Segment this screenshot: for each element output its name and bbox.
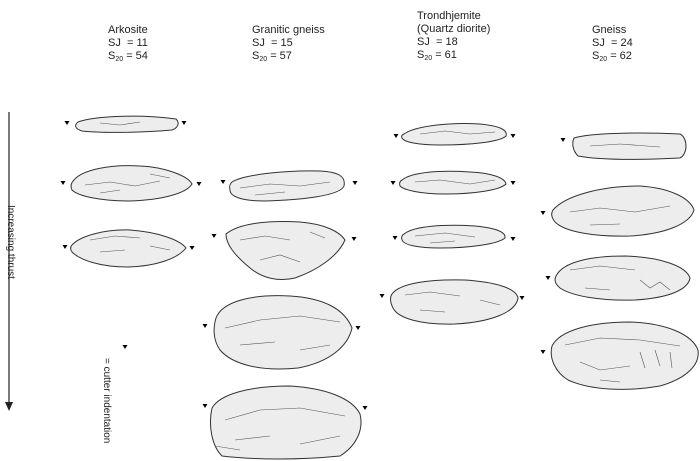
- chip: [214, 296, 352, 369]
- indentation-marker: [189, 242, 195, 251]
- indentation-marker: [540, 207, 546, 216]
- column-header-arkosite: Arkosite SJ = 11 S20 = 54: [108, 24, 148, 66]
- indentation-marker: [60, 177, 66, 186]
- column-header-trondhjemite: Trondhjemite (Quartz diorite) SJ = 18 S2…: [417, 10, 490, 65]
- indentation-marker: [560, 134, 566, 143]
- indentation-marker: [362, 402, 368, 411]
- sj-line: SJ = 18: [417, 36, 490, 49]
- arkosite-chips: [60, 116, 202, 267]
- indentation-marker: [355, 322, 361, 331]
- chip: [400, 171, 506, 194]
- chip: [402, 123, 507, 145]
- indentation-marker: [211, 230, 217, 239]
- indentation-marker: [510, 233, 516, 242]
- trondhjemite-chips: [379, 123, 525, 324]
- chip: [226, 222, 345, 280]
- indentation-marker: [510, 177, 516, 186]
- indentation-marker: [510, 130, 516, 139]
- chip: [76, 116, 178, 132]
- indentation-marker: [202, 320, 208, 329]
- gneiss-chips: [540, 133, 698, 389]
- increasing-thrust-label: Increasing thrust: [2, 205, 16, 325]
- indentation-marker: [181, 117, 187, 126]
- indentation-marker: [390, 177, 396, 186]
- column-header-gneiss: Gneiss SJ = 24 S20 = 62: [592, 24, 633, 66]
- sj-line: SJ = 11: [108, 37, 148, 50]
- indentation-marker: [62, 241, 68, 250]
- indentation-marker: [351, 233, 357, 242]
- indentation-marker: [220, 176, 226, 185]
- legend-label: = cutter indentation: [101, 358, 112, 443]
- legend-indentation-marker: [122, 341, 128, 350]
- sj-line: SJ = 24: [592, 37, 633, 50]
- s20-line: S20 = 61: [417, 49, 490, 65]
- chip: [391, 280, 518, 324]
- chip: [210, 386, 361, 459]
- rock-name: Granitic gneiss: [252, 24, 325, 37]
- indentation-marker: [540, 346, 546, 355]
- chip: [230, 171, 345, 201]
- chip: [71, 230, 187, 267]
- rock-name: Gneiss: [592, 24, 633, 37]
- chip: [552, 186, 694, 236]
- indentation-marker: [379, 290, 385, 299]
- indentation-marker: [393, 130, 399, 139]
- indentation-marker: [196, 178, 202, 187]
- indentation-marker: [352, 177, 358, 186]
- indentation-marker: [202, 400, 208, 409]
- s20-line: S20 = 62: [592, 50, 633, 66]
- s20-line: S20 = 54: [108, 50, 148, 66]
- chip: [551, 322, 698, 389]
- chip: [555, 256, 690, 300]
- sj-line: SJ = 15: [252, 37, 325, 50]
- indentation-marker: [64, 117, 70, 126]
- indentation-marker: [519, 292, 525, 301]
- s20-line: S20 = 57: [252, 50, 325, 66]
- chip: [402, 225, 505, 248]
- rock-name: Trondhjemite: [417, 10, 490, 23]
- indentation-marker: [545, 272, 551, 281]
- chip: [573, 133, 686, 159]
- chip: [71, 166, 192, 201]
- rock-name: Arkosite: [108, 24, 148, 37]
- granitic-gneiss-chips: [202, 171, 368, 459]
- indentation-marker: [392, 232, 398, 241]
- column-header-granitic-gneiss: Granitic gneiss SJ = 15 S20 = 57: [252, 24, 325, 66]
- rock-name-secondary: (Quartz diorite): [417, 23, 490, 36]
